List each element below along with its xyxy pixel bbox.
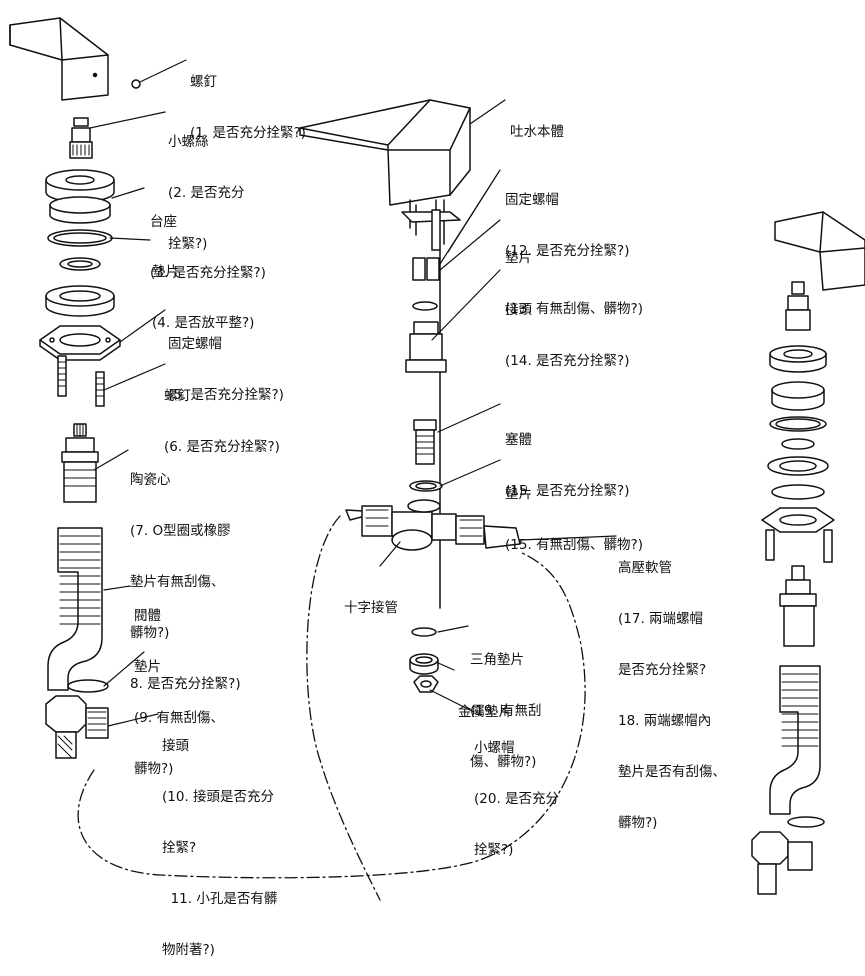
joint-part-10	[45, 695, 109, 759]
label-joint-14: 接頭 (14. 是否充分拴緊?)	[505, 302, 630, 369]
ceramic-cartridge-part-7	[61, 423, 99, 503]
faucet-head-left	[9, 17, 109, 101]
base-part-3	[45, 169, 115, 224]
gasket-part-13	[412, 301, 438, 311]
label-metal-gasket: 金屬墊片	[458, 704, 512, 720]
tri-gasket-part-19	[411, 627, 437, 637]
label-fix-nut-12: 固定螺帽 (12. 是否充分拴緊?)	[505, 192, 630, 259]
hose-end	[483, 525, 521, 549]
gasket-part-15b	[409, 480, 443, 492]
leader-lines	[89, 59, 617, 727]
label-small-screw-2: 小螺絲 (2. 是否充分 拴緊?)	[168, 134, 245, 252]
gasket-part-4	[47, 229, 113, 271]
valve-body-part-9	[47, 527, 109, 693]
label-fix-nut-5: 固定螺帽 (5. 是否充分拴緊?)	[168, 336, 284, 403]
label-ceramic-7: 陶瓷心 (7. O型圈或橡膠 墊片有無刮傷、 髒物?) 8. 是否充分拴緊?)	[130, 472, 241, 692]
label-gasket-15b: 墊片 (15. 有無刮傷、髒物?)	[505, 486, 643, 553]
plug-part-15	[413, 419, 437, 465]
label-tri-gasket-19: 三角墊片 (19. 有無刮 傷、髒物?)	[470, 652, 542, 770]
label-base-3: 台座 (3. 是否充分拴緊?)	[150, 214, 266, 281]
label-hose-17: 高壓軟管 (17. 兩端螺帽 是否充分拴緊? 18. 兩端螺帽內 墊片是否有刮傷…	[618, 560, 726, 831]
label-screw-6: 螺釘 (6. 是否充分拴緊?)	[164, 388, 280, 455]
fix-nut-part-12	[412, 257, 440, 281]
label-gasket-13: 墊片 (13. 有無刮傷、髒物?)	[505, 250, 643, 317]
label-plug-15: 塞體 (15. 是否充分拴緊?)	[505, 432, 630, 499]
ring-plate	[45, 285, 115, 317]
small-nut-part-20	[413, 675, 439, 693]
screw-part-1	[131, 79, 141, 89]
cross-pipe	[345, 499, 485, 551]
spout-body	[299, 99, 471, 206]
label-valve-body-9: 閥體 墊片 (9. 有無刮傷、 髒物?)	[134, 608, 224, 777]
screw-part-6	[57, 355, 105, 407]
label-cross-pipe: 十字接管	[344, 600, 398, 616]
fix-nut-part-5	[39, 325, 121, 361]
label-screw-1: 螺釘 (1. 是否充分拴緊?)	[190, 74, 306, 141]
label-spout: 吐水本體	[510, 124, 564, 140]
label-joint-10: 接頭 (10. 接頭是否充分 拴緊? 11. 小孔是否有髒 物附著?)	[162, 738, 278, 958]
metal-gasket	[409, 653, 439, 675]
label-small-nut-20: 小螺帽 (20. 是否充分 拴緊?)	[474, 740, 560, 858]
small-screw-part-2	[69, 117, 93, 159]
label-gasket-4: 墊片 (4. 是否放平整?)	[152, 264, 255, 331]
exploded-faucet-diagram	[9, 17, 865, 901]
spout-shank	[401, 199, 461, 251]
right-assembly	[751, 211, 865, 895]
hose-dashed-lines	[77, 515, 586, 901]
